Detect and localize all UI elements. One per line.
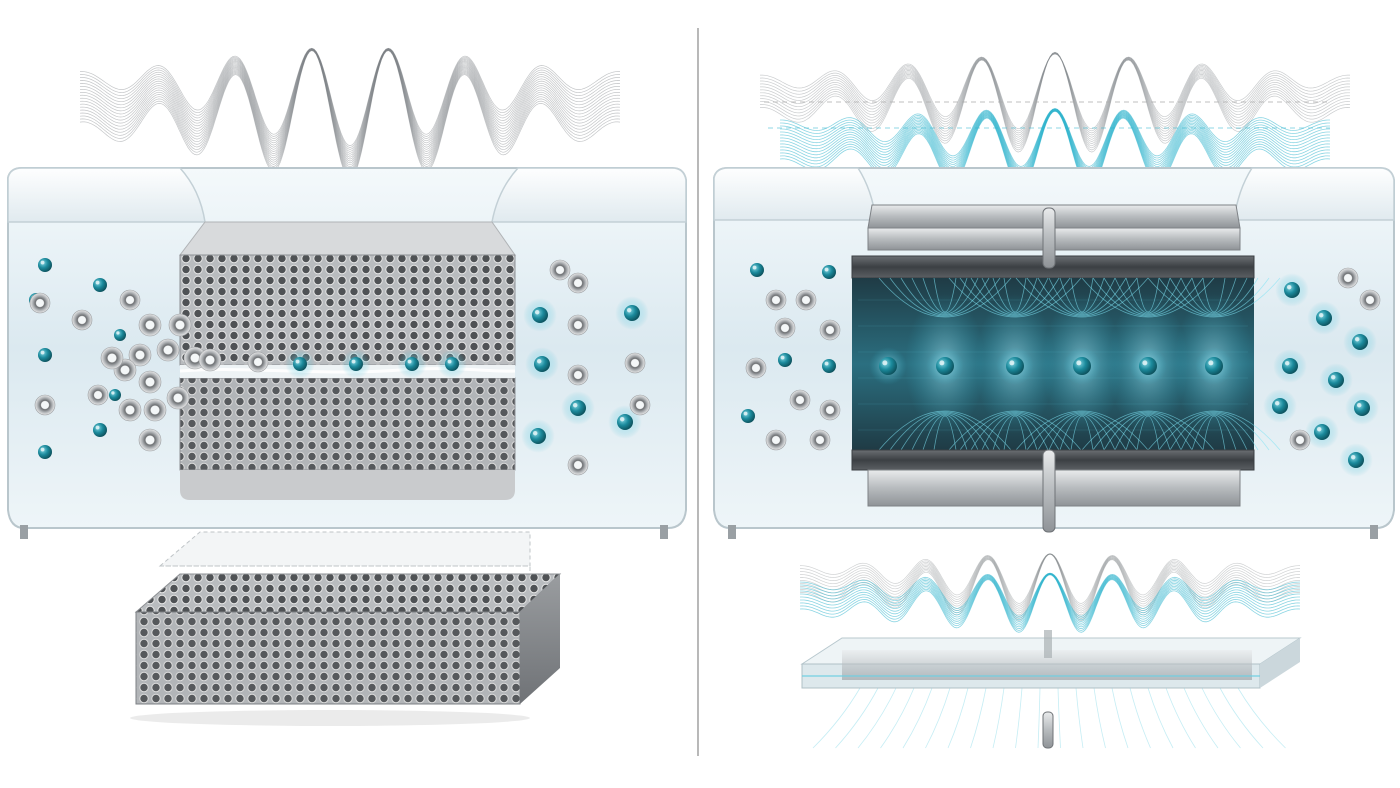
- hydrated-ring-icon: [567, 454, 589, 476]
- hydrated-ring-icon: [119, 289, 141, 311]
- hydrated-ring-icon: [128, 343, 152, 367]
- cation-sphere-icon: [93, 423, 107, 437]
- right-ion-field: [741, 263, 1381, 477]
- cation-sphere-icon: [996, 347, 1034, 385]
- cation-sphere-icon: [521, 419, 555, 453]
- cation-sphere-icon: [1129, 347, 1167, 385]
- hydrated-ring-icon: [1289, 429, 1311, 451]
- hydrated-ring-icon: [809, 429, 831, 451]
- hydrated-ring-icon: [1359, 289, 1381, 311]
- cation-sphere-icon: [822, 359, 836, 373]
- left-panel: [7, 47, 687, 726]
- hydrated-ring-icon: [567, 272, 589, 294]
- hydrated-ring-icon: [789, 389, 811, 411]
- cation-sphere-icon: [38, 258, 52, 272]
- cation-sphere-icon: [341, 349, 371, 379]
- hydrated-ring-icon: [143, 398, 167, 422]
- hydrated-ring-icon: [819, 319, 841, 341]
- hydrated-ring-icon: [138, 370, 162, 394]
- hydrated-ring-icon: [71, 309, 93, 331]
- hydrated-ring-icon: [774, 317, 796, 339]
- hydrated-ring-icon: [765, 429, 787, 451]
- right-panel: [713, 51, 1395, 749]
- hydrated-ring-icon: [247, 351, 269, 373]
- cation-sphere-icon: [1275, 273, 1309, 307]
- hydrated-ring-icon: [629, 394, 651, 416]
- cation-sphere-icon: [114, 329, 126, 341]
- cation-sphere-icon: [926, 347, 964, 385]
- hydrated-ring-icon: [156, 338, 180, 362]
- cation-sphere-icon: [109, 389, 121, 401]
- hydrated-ring-icon: [819, 399, 841, 421]
- cation-sphere-icon: [1307, 301, 1341, 335]
- cation-sphere-icon: [38, 348, 52, 362]
- hydrated-ring-icon: [29, 292, 51, 314]
- cation-sphere-icon: [38, 445, 52, 459]
- bottom-field-lines: [812, 687, 1286, 749]
- cation-sphere-icon: [1339, 443, 1373, 477]
- cation-sphere-icon: [1063, 347, 1101, 385]
- hydrated-ring-icon: [567, 364, 589, 386]
- cation-sphere-icon: [1195, 347, 1233, 385]
- hydrated-ring-icon: [745, 357, 767, 379]
- hydrated-ring-icon: [34, 394, 56, 416]
- cation-sphere-icon: [615, 296, 649, 330]
- cation-sphere-icon: [1263, 389, 1297, 423]
- left-top-wave: [79, 47, 621, 179]
- cation-sphere-icon: [608, 405, 642, 439]
- cation-sphere-icon: [523, 298, 557, 332]
- hydrated-ring-icon: [138, 313, 162, 337]
- hydrated-ring-icon: [168, 313, 192, 337]
- glass-electrode-plate: [799, 553, 1302, 749]
- cation-sphere-icon: [285, 349, 315, 379]
- hydrated-ring-icon: [198, 348, 222, 372]
- right-bottom-wave: [799, 553, 1301, 633]
- hydrated-ring-icon: [765, 289, 787, 311]
- cation-sphere-icon: [869, 347, 907, 385]
- hydrated-ring-icon: [166, 386, 190, 410]
- cation-sphere-icon: [437, 349, 467, 379]
- hydrated-ring-icon: [87, 384, 109, 406]
- hydrated-ring-icon: [1337, 267, 1359, 289]
- left-ion-field: [29, 258, 651, 476]
- hydrated-ring-icon: [795, 289, 817, 311]
- cation-sphere-icon: [1273, 349, 1307, 383]
- cation-sphere-icon: [778, 353, 792, 367]
- hydrated-ring-icon: [118, 398, 142, 422]
- hydrated-ring-icon: [138, 428, 162, 452]
- hydrated-ring-icon: [624, 352, 646, 374]
- cation-sphere-icon: [1343, 325, 1377, 359]
- cation-sphere-icon: [525, 347, 559, 381]
- cation-sphere-icon: [1319, 363, 1353, 397]
- cation-sphere-icon: [1305, 415, 1339, 449]
- cation-sphere-icon: [750, 263, 764, 277]
- cation-sphere-icon: [1345, 391, 1379, 425]
- cation-sphere-icon: [561, 391, 595, 425]
- hydrated-ring-icon: [549, 259, 571, 281]
- electrode-pin-icon: [1042, 207, 1056, 533]
- cation-sphere-icon: [741, 409, 755, 423]
- hydrated-ring-icon: [567, 314, 589, 336]
- porous-slab: [130, 531, 562, 726]
- cation-sphere-icon: [822, 265, 836, 279]
- cation-sphere-icon: [93, 278, 107, 292]
- hydrated-ring-icon: [100, 346, 124, 370]
- right-top-wave: [759, 51, 1351, 190]
- cation-sphere-icon: [397, 349, 427, 379]
